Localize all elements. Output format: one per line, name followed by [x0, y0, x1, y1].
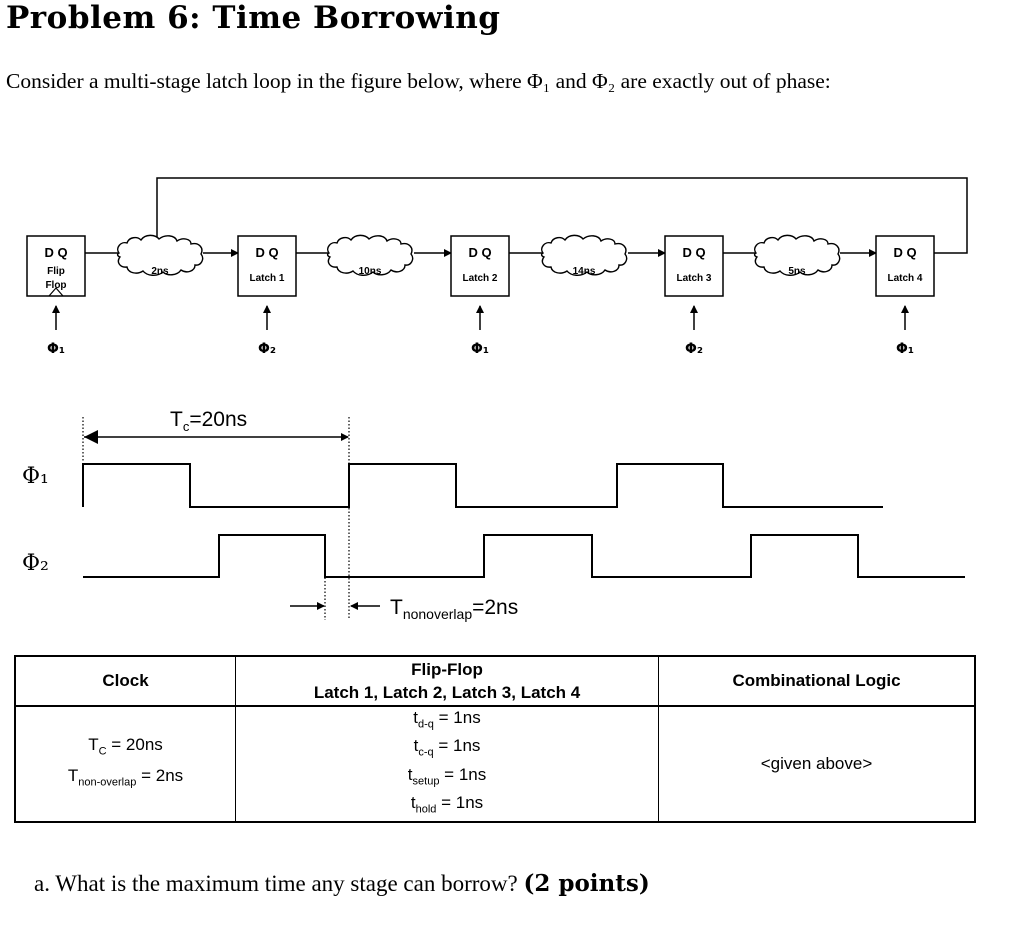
logic-delay: 10ns: [359, 266, 382, 277]
param-thold: thold = 1ns: [410, 793, 484, 816]
element-name: Latch 3: [676, 273, 711, 284]
logic-cloud-1: 2ns: [116, 234, 204, 277]
clock-label: Φ₂: [258, 341, 276, 357]
element-name: Latch 2: [462, 273, 497, 284]
logic-cloud-2: 10ns: [326, 234, 414, 277]
element-name: Flop: [45, 280, 66, 291]
clock-label: Φ₁: [47, 341, 65, 357]
dq-pins: D Q: [468, 245, 491, 260]
phi1-waveform: [82, 463, 883, 508]
dq-pins: D Q: [255, 245, 278, 260]
latch-4: D Q Latch 4 Φ₁: [875, 235, 935, 357]
intro-text-a: Consider a multi-stage latch loop in the…: [6, 69, 528, 93]
param-tnonoverlap: Tnon-overlap = 2ns: [67, 765, 184, 789]
logic-cloud-3: 14ns: [540, 234, 628, 277]
logic-delay: 14ns: [573, 266, 596, 277]
param-tsetup: tsetup = 1ns: [407, 764, 487, 788]
clock-triangle: [48, 287, 64, 297]
latch-2: D Q Latch 2 Φ₁: [450, 235, 510, 357]
latch-1: D Q Latch 1 Φ₂: [237, 235, 297, 357]
header-flipflop: Flip-Flop Latch 1, Latch 2, Latch 3, Lat…: [235, 655, 660, 707]
intro-text-c: are exactly out of phase:: [615, 69, 831, 93]
phi1-label: Φ₁: [22, 464, 49, 489]
param-tdq: td-q = 1ns: [413, 708, 481, 731]
parameters-table: Clock Flip-Flop Latch 1, Latch 2, Latch …: [14, 655, 976, 823]
element-name: Flip: [47, 266, 65, 277]
phi2-waveform: [83, 534, 965, 578]
clock-label: Φ₁: [471, 341, 489, 357]
logic-delay: 2ns: [151, 266, 169, 277]
circuit-and-timing-figure: D Q Flip Flop Φ₁ D Q Latch 1 Φ₂ D Q Latc…: [22, 177, 968, 622]
latch-3: D Q Latch 3 Φ₂: [664, 235, 724, 357]
param-tc: TC = 20ns: [88, 735, 163, 758]
header-clock: Clock: [14, 655, 237, 707]
header-flipflop-line2: Latch 1, Latch 2, Latch 3, Latch 4: [313, 683, 581, 702]
question-a: a. What is the maximum time any stage ca…: [34, 870, 650, 897]
clock-label: Φ₁: [896, 341, 914, 357]
page-title: Problem 6: Time Borrowing: [6, 0, 501, 36]
question-points: (2 points): [523, 870, 650, 897]
feedback-wire: [153, 177, 968, 254]
clock-label: Φ₂: [685, 341, 703, 357]
flip-flop: D Q Flip Flop Φ₁: [26, 235, 86, 357]
intro-text-b: and: [550, 69, 593, 93]
ff-params-cell: td-q = 1ns tc-q = 1ns tsetup = 1ns thold…: [235, 705, 660, 823]
dq-pins: D Q: [44, 245, 67, 260]
problem-intro: Consider a multi-stage latch loop in the…: [6, 66, 1016, 97]
header-logic: Combinational Logic: [658, 655, 976, 707]
param-tcq: tc-q = 1ns: [413, 736, 481, 759]
logic-delay: 5ns: [788, 266, 806, 277]
logic-cloud-4: 5ns: [753, 234, 841, 277]
period-label: Tc=20ns: [170, 408, 247, 434]
nonoverlap-label: Tnonoverlap=2ns: [390, 596, 518, 622]
table-header-row: Clock Flip-Flop Latch 1, Latch 2, Latch …: [14, 655, 976, 707]
table-row: TC = 20ns Tnon-overlap = 2ns td-q = 1ns …: [14, 705, 976, 823]
header-flipflop-line1: Flip-Flop: [411, 660, 483, 679]
dq-pins: D Q: [682, 245, 705, 260]
question-text: a. What is the maximum time any stage ca…: [34, 871, 524, 896]
logic-cell: <given above>: [658, 705, 976, 823]
phi2-label: Φ₂: [22, 551, 49, 576]
dq-pins: D Q: [893, 245, 916, 260]
phi1-symbol: Φ₁: [527, 69, 551, 93]
clock-params-cell: TC = 20ns Tnon-overlap = 2ns: [14, 705, 237, 823]
phi2-symbol: Φ₂: [592, 69, 616, 93]
element-name: Latch 4: [887, 273, 922, 284]
element-name: Latch 1: [249, 273, 284, 284]
